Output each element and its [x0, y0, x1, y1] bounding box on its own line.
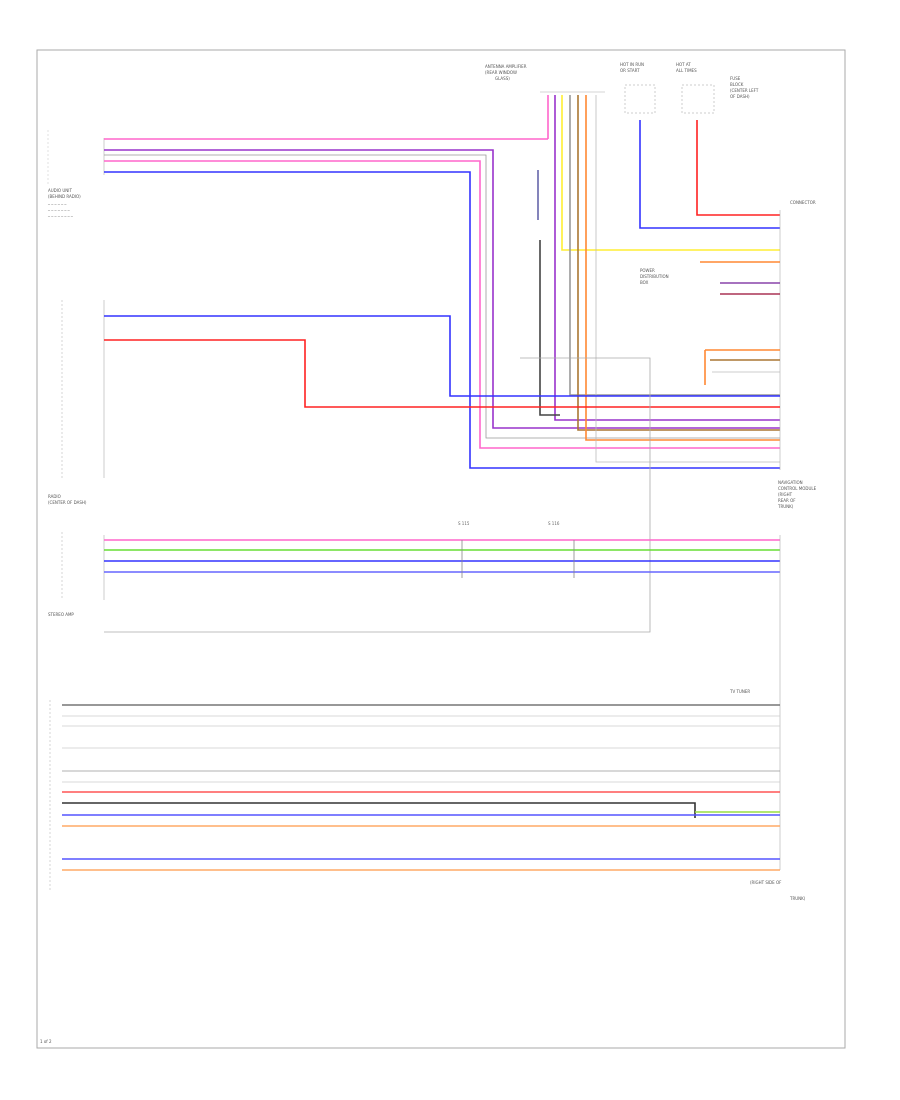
- svg-text:POWER: POWER: [640, 268, 655, 273]
- svg-text:(REAR WINDOW: (REAR WINDOW: [485, 70, 517, 75]
- wire-gray-radio: [104, 357, 651, 633]
- svg-text:_ _ _ _ _ _ _ _: _ _ _ _ _ _ _ _: [47, 212, 74, 217]
- component-antenna-top: ANTENNA AMPLIFIER (REAR WINDOW GLASS): [485, 64, 605, 93]
- component-navigation: CONNECTOR NAVIGATION CONTROL MODULE (RIG…: [777, 200, 817, 509]
- svg-text:ANTENNA AMPLIFIER: ANTENNA AMPLIFIER: [485, 64, 527, 69]
- svg-text:BOX: BOX: [640, 280, 649, 285]
- wire-red-fuse: [696, 120, 780, 216]
- splice-labels: S 115 S 116: [458, 521, 560, 526]
- svg-text:TRUNK): TRUNK): [777, 504, 794, 509]
- wire-gray-v: [569, 95, 780, 396]
- svg-text:GLASS): GLASS): [495, 76, 510, 81]
- page-frame: [36, 49, 846, 1049]
- wire-black-b8: [62, 802, 696, 818]
- svg-text:(BEHIND RADIO): (BEHIND RADIO): [48, 194, 81, 199]
- svg-text:TV TUNER: TV TUNER: [729, 689, 750, 694]
- wire-orange-v: [585, 95, 780, 441]
- svg-text:HOT AT: HOT AT: [676, 62, 691, 67]
- svg-text:OF DASH): OF DASH): [730, 94, 750, 99]
- svg-text:FUSE: FUSE: [730, 76, 741, 81]
- wire-blue-radio: [104, 315, 780, 397]
- component-stereo-amp: STEREO AMP: [48, 532, 105, 617]
- wire-violet-1: [104, 149, 780, 429]
- wire-gray-top: [104, 154, 780, 439]
- svg-text:HOT IN RUN: HOT IN RUN: [620, 62, 644, 67]
- svg-text:ALL TIMES: ALL TIMES: [676, 68, 697, 73]
- svg-text:(CENTER OF DASH): (CENTER OF DASH): [48, 500, 87, 505]
- svg-text:DISTRIBUTION: DISTRIBUTION: [640, 274, 669, 279]
- svg-text:(CENTER LEFT: (CENTER LEFT: [730, 88, 759, 93]
- wire-gray-amp: [461, 540, 575, 578]
- svg-text:STEREO AMP: STEREO AMP: [48, 612, 74, 617]
- svg-text:TRUNK): TRUNK): [789, 896, 806, 901]
- svg-text:OR START: OR START: [620, 68, 640, 73]
- wire-blue-1: [104, 171, 780, 469]
- svg-text:AUDIO UNIT: AUDIO UNIT: [48, 188, 72, 193]
- svg-text:_ _ _ _ _ _ _: _ _ _ _ _ _ _: [47, 206, 71, 211]
- wire-gray-thin-v: [595, 95, 780, 463]
- wire-brown-v: [577, 95, 780, 431]
- svg-text:REAR OF: REAR OF: [778, 498, 796, 503]
- page-id: 1 of 2: [40, 1039, 52, 1044]
- svg-text:CONNECTOR: CONNECTOR: [790, 200, 816, 205]
- wire-red-radio: [104, 339, 780, 408]
- svg-text:S 116: S 116: [548, 521, 560, 526]
- comp-label-line: AUDIO UNIT: [48, 188, 72, 193]
- wire-blue-fuse: [639, 120, 780, 229]
- svg-text:_ _ _ _ _ _: _ _ _ _ _ _: [47, 200, 67, 205]
- svg-text:BLOCK: BLOCK: [730, 82, 744, 87]
- component-tv-tuner: TV TUNER (RIGHT SIDE OF TRUNK): [729, 535, 806, 901]
- component-fuse-left: HOT IN RUN OR START: [620, 62, 656, 114]
- wire-yellow-v: [561, 95, 780, 251]
- wire-violet-v: [554, 95, 780, 421]
- component-radio: RADIO (CENTER OF DASH): [48, 300, 105, 505]
- svg-text:NAVIGATION: NAVIGATION: [778, 480, 803, 485]
- wire-black-shield: [539, 240, 560, 416]
- svg-text:(RIGHT SIDE OF: (RIGHT SIDE OF: [750, 880, 782, 885]
- component-power-distribution: POWER DISTRIBUTION BOX: [640, 268, 669, 285]
- svg-text:RADIO: RADIO: [48, 494, 61, 499]
- component-antenna-amp: AUDIO UNIT (BEHIND RADIO) _ _ _ _ _ _ _ …: [47, 130, 105, 217]
- component-fuse-right: HOT AT ALL TIMES FUSE BLOCK (CENTER LEFT…: [676, 62, 759, 114]
- svg-text:CONTROL MODULE: CONTROL MODULE: [778, 486, 817, 491]
- svg-text:S 115: S 115: [458, 521, 470, 526]
- svg-text:(RIGHT: (RIGHT: [778, 492, 793, 497]
- wire-violet-2: [104, 160, 780, 449]
